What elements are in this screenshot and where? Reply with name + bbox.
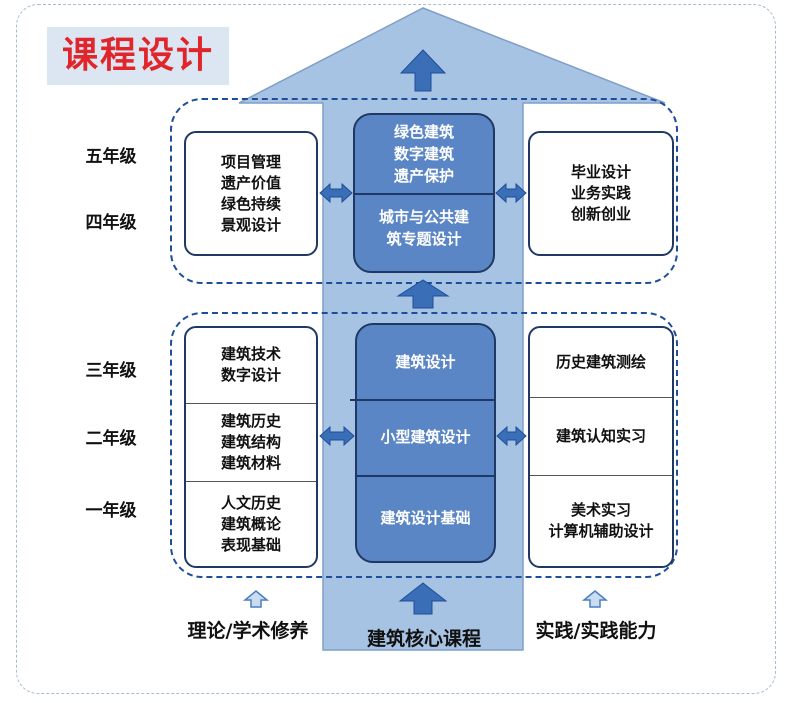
lower-theory-item: 建筑材料: [220, 453, 281, 472]
grade-3-label: 三年级: [85, 361, 137, 381]
title-background: [47, 27, 229, 85]
lower-practice-divider: [530, 397, 672, 398]
lower-theory-cell-2: 建筑历史 建筑结构 建筑材料: [184, 404, 318, 480]
lower-theory-item: 建筑历史: [220, 411, 281, 430]
upper-practice-item: 业务实践: [570, 184, 631, 202]
upper-theory-item: 项目管理: [220, 152, 281, 171]
lower-practice-item: 历史建筑测绘: [555, 352, 646, 371]
upper-practice-item: 创新创业: [570, 205, 631, 223]
upper-core-item: 筑专题设计: [386, 230, 462, 248]
grade-5-label: 五年级: [85, 147, 137, 167]
upper-theory-box: 项目管理 遗产价值 绿色持续 景观设计: [184, 131, 318, 256]
lower-practice-cell-1: 美术实习 计算机辅助设计: [528, 476, 674, 566]
core-courses-label: 建筑核心课程: [366, 628, 481, 650]
outer-frame: [16, 4, 776, 694]
lower-theory-item: 建筑概论: [220, 514, 281, 533]
lower-theory-cell-3: 建筑技术 数字设计: [184, 328, 318, 402]
lower-theory-item: 建筑技术: [220, 345, 281, 363]
lower-theory-item: 数字设计: [220, 366, 281, 384]
lower-theory-cell-1: 人文历史 建筑概论 表现基础: [184, 482, 318, 566]
grade-2-label: 二年级: [85, 429, 137, 449]
upper-theory-item: 绿色持续: [220, 194, 281, 213]
upper-core-item: 城市与公共建: [378, 208, 469, 226]
upper-core-item: 数字建筑: [393, 145, 454, 163]
lower-core-cell-2: 小型建筑设计: [380, 428, 471, 446]
lower-core-divider: [357, 475, 494, 477]
upper-practice-item: 毕业设计: [570, 163, 631, 181]
lower-theory-item: 建筑结构: [220, 432, 281, 451]
upper-theory-item: 景观设计: [220, 215, 281, 234]
lower-practice-box: [528, 326, 674, 568]
upper-core-top: 绿色建筑 数字建筑 遗产保护: [353, 116, 495, 192]
lower-theory-item: 表现基础: [220, 535, 281, 554]
lower-years-group: [170, 312, 678, 578]
grade-1-label: 一年级: [85, 501, 137, 521]
lower-practice-item: 美术实习: [570, 501, 631, 519]
grade-4-label: 四年级: [85, 213, 137, 233]
lower-theory-divider: [186, 403, 316, 404]
page-title: 课程设计: [61, 35, 214, 76]
theory-label: 理论/学术修养: [187, 620, 309, 642]
lower-core-box: [355, 323, 496, 563]
upper-core-item: 绿色建筑: [393, 123, 454, 141]
practice-label: 实践/实践能力: [535, 620, 657, 642]
lower-theory-box: [184, 326, 318, 568]
lower-core-cell-1: 建筑设计基础: [380, 509, 471, 527]
upper-core-divider: [355, 193, 493, 195]
lower-practice-item: 计算机辅助设计: [548, 522, 654, 540]
lower-practice-item: 建筑认知实习: [555, 426, 646, 445]
lower-practice-cell-2: 建筑认知实习: [528, 398, 674, 474]
upper-theory-item: 遗产价值: [220, 173, 281, 192]
lower-practice-cell-3: 历史建筑测绘: [528, 328, 674, 396]
lower-practice-divider: [530, 475, 672, 476]
lower-core-divider: [350, 399, 496, 401]
upper-core-item: 遗产保护: [393, 167, 454, 185]
lower-theory-divider: [186, 481, 316, 482]
lower-core-cell-3: 建筑设计: [395, 353, 456, 371]
upper-practice-box: 毕业设计 业务实践 创新创业: [528, 131, 674, 256]
upper-core-bottom: 城市与公共建 筑专题设计: [353, 198, 495, 258]
lower-theory-item: 人文历史: [220, 493, 281, 512]
